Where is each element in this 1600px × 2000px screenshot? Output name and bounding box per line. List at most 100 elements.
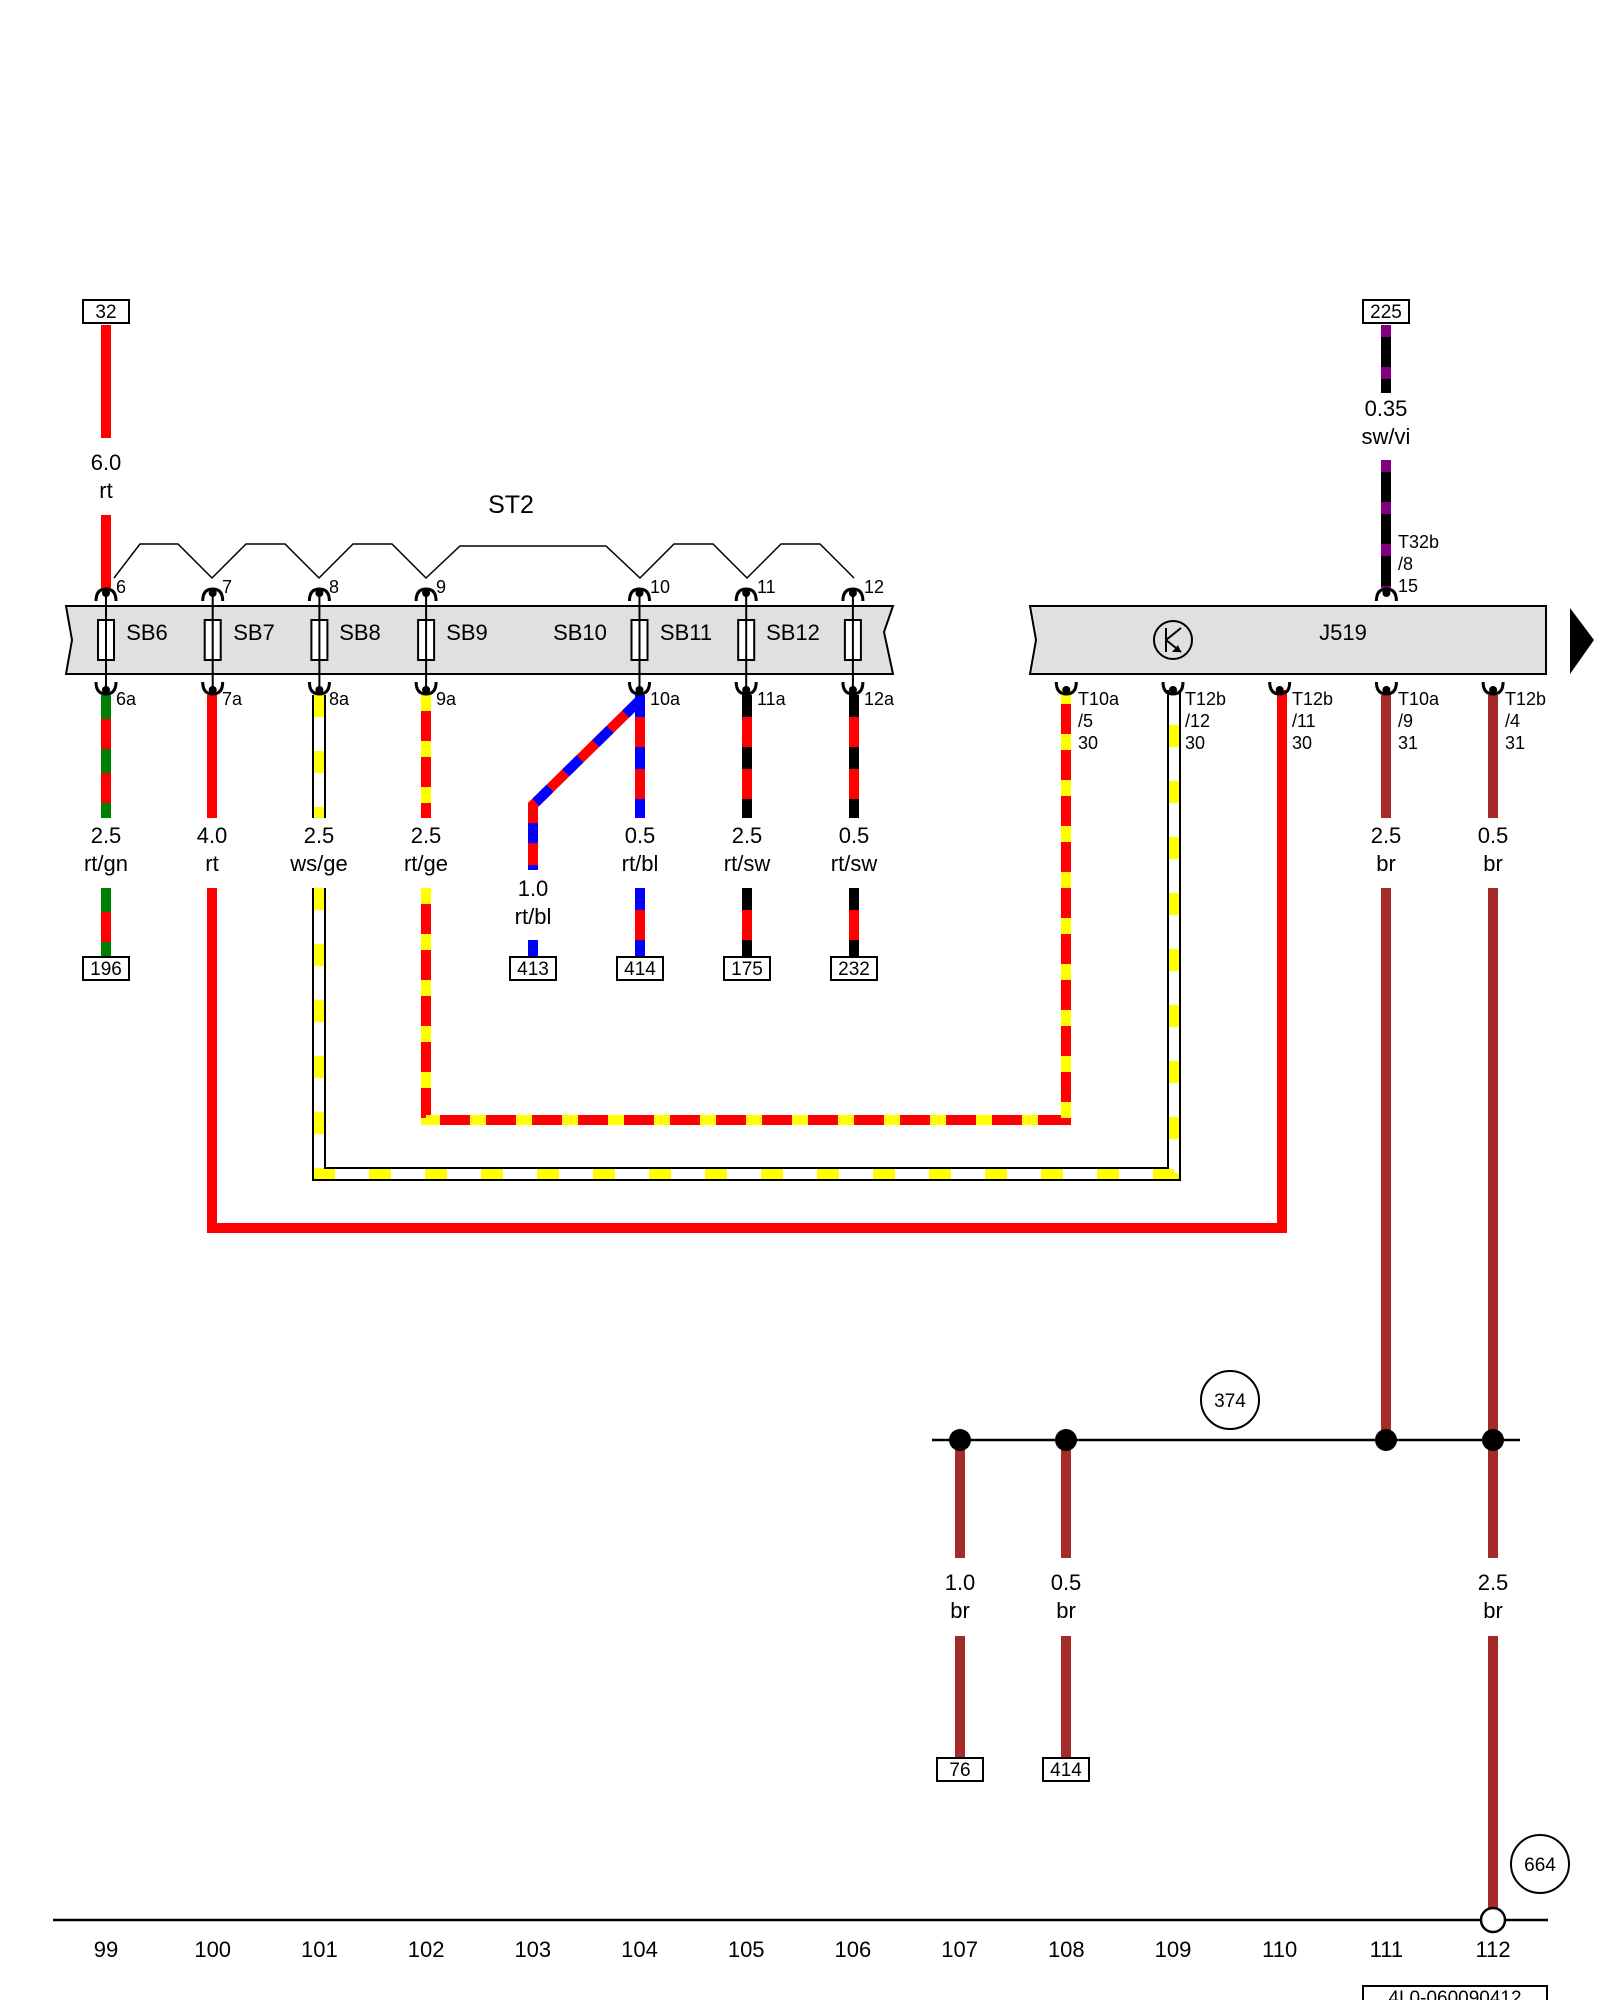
svg-text:76: 76 — [949, 1760, 970, 1781]
document-number: 4L0-060090412 — [1362, 1985, 1548, 2000]
connector-dot — [1062, 686, 1071, 694]
svg-text:175: 175 — [731, 959, 763, 980]
connector-dot — [742, 589, 751, 597]
pin-9: 9 — [436, 577, 446, 597]
connector-dot — [635, 686, 644, 694]
wire-labels: 6.0 rt 2.5 rt/gn 4.0 rt 2.5 ws/ge 2.5 rt… — [84, 396, 1508, 1623]
axis-number: 103 — [514, 1937, 551, 1962]
svg-text:T12b: T12b — [1185, 689, 1226, 709]
svg-text:414: 414 — [624, 959, 656, 980]
st2-bus-jumpers — [113, 543, 855, 580]
connector-dot — [1169, 686, 1177, 694]
module-st2: ST2 — [64, 491, 895, 675]
axis-number: 111 — [1370, 1937, 1403, 1962]
ref-box-175[interactable]: 175 — [723, 956, 771, 981]
connector-dot — [635, 589, 644, 597]
svg-text:15: 15 — [1398, 576, 1418, 596]
svg-text:4L0-060090412: 4L0-060090412 — [1388, 1988, 1521, 2000]
svg-text:sw/vi: sw/vi — [1362, 424, 1411, 449]
wire-8a-wsge — [312, 690, 1181, 1181]
svg-text:br: br — [950, 1598, 970, 1623]
svg-text:rt: rt — [99, 478, 112, 503]
svg-text:br: br — [1483, 851, 1503, 876]
svg-text:225: 225 — [1370, 302, 1402, 323]
connector-dot — [848, 686, 857, 694]
fuse-label-sb6: SB6 — [126, 620, 168, 645]
axis-number: 106 — [835, 1937, 872, 1962]
ref-box-414[interactable]: 414 — [616, 956, 664, 981]
ground-terminal — [1479, 1906, 1507, 1934]
svg-text:rt/bl: rt/bl — [515, 904, 552, 929]
ref-box-32[interactable]: 32 — [82, 299, 130, 324]
fuses — [97, 590, 862, 690]
svg-text:30: 30 — [1185, 733, 1205, 753]
svg-text:6.0: 6.0 — [91, 450, 122, 475]
svg-text:/9: /9 — [1398, 711, 1413, 731]
svg-text:/4: /4 — [1505, 711, 1520, 731]
axis-number: 105 — [728, 1937, 765, 1962]
svg-text:2.5: 2.5 — [732, 823, 763, 848]
connector-dot — [208, 686, 217, 694]
svg-text:br: br — [1056, 1598, 1076, 1623]
svg-text:30: 30 — [1292, 733, 1312, 753]
j519-pin-labels: T10a /5 30 T12b /12 30 T12b /11 30 T10a … — [1078, 532, 1546, 753]
svg-text:1.0: 1.0 — [518, 876, 549, 901]
connector-dot — [208, 589, 217, 597]
connector-dot — [1382, 686, 1391, 694]
ref-box-76[interactable]: 76 — [936, 1757, 984, 1782]
svg-text:br: br — [1483, 1598, 1503, 1623]
ref-box-232[interactable]: 232 — [830, 956, 878, 981]
svg-text:rt/sw: rt/sw — [724, 851, 771, 876]
ref-box-225[interactable]: 225 — [1362, 299, 1410, 324]
transistor-icon — [1153, 620, 1193, 660]
svg-text:br: br — [1376, 851, 1396, 876]
axis-number: 108 — [1048, 1937, 1085, 1962]
svg-text:0.35: 0.35 — [1365, 396, 1408, 421]
fuse-label-sb12: SB12 — [766, 620, 820, 645]
svg-text:2.5: 2.5 — [411, 823, 442, 848]
connector-dot — [315, 686, 324, 694]
connector-dot — [742, 686, 751, 694]
wire-7a-rt — [207, 690, 1287, 1233]
j519-label: J519 — [1319, 620, 1367, 645]
pin-10: 10 — [650, 577, 670, 597]
axis-number: 104 — [621, 1937, 658, 1962]
axis-number: 101 — [301, 1937, 338, 1962]
pin-11a: 11a — [757, 689, 787, 709]
axis-number: 102 — [408, 1937, 445, 1962]
svg-text:414: 414 — [1050, 1760, 1082, 1781]
svg-text:rt/sw: rt/sw — [831, 851, 878, 876]
svg-text:rt: rt — [205, 851, 218, 876]
pin-8a: 8a — [329, 689, 350, 709]
st2-label: ST2 — [488, 491, 534, 519]
svg-text:ws/ge: ws/ge — [289, 851, 347, 876]
ref-box-413[interactable]: 413 — [509, 956, 557, 981]
ref-box-196[interactable]: 196 — [82, 956, 130, 981]
axis-number: 110 — [1262, 1937, 1297, 1962]
svg-text:rt/ge: rt/ge — [404, 851, 448, 876]
ground-point-374: 374 — [1214, 1391, 1246, 1412]
fuse-label-sb7: SB7 — [233, 620, 275, 645]
wire-413 — [528, 696, 644, 957]
pin-12: 12 — [864, 577, 884, 597]
svg-text:0.5: 0.5 — [1478, 823, 1509, 848]
pin-7a: 7a — [222, 689, 243, 709]
svg-text:0.5: 0.5 — [839, 823, 870, 848]
svg-text:T10a: T10a — [1078, 689, 1120, 709]
ref-box-414b[interactable]: 414 — [1042, 1757, 1090, 1782]
ground-point-664: 664 — [1524, 1855, 1556, 1876]
svg-text:196: 196 — [90, 959, 122, 980]
svg-text:4.0: 4.0 — [197, 823, 228, 848]
svg-text:2.5: 2.5 — [1478, 1570, 1509, 1595]
pin-6a: 6a — [116, 689, 137, 709]
svg-text:2.5: 2.5 — [304, 823, 335, 848]
connector-dot — [1382, 589, 1391, 597]
pin-11: 11 — [757, 577, 776, 597]
connector-dot — [102, 589, 110, 597]
axis-number: 107 — [941, 1937, 978, 1962]
svg-text:T32b: T32b — [1398, 532, 1439, 552]
svg-text:1.0: 1.0 — [945, 1570, 976, 1595]
svg-text:T10a: T10a — [1398, 689, 1440, 709]
